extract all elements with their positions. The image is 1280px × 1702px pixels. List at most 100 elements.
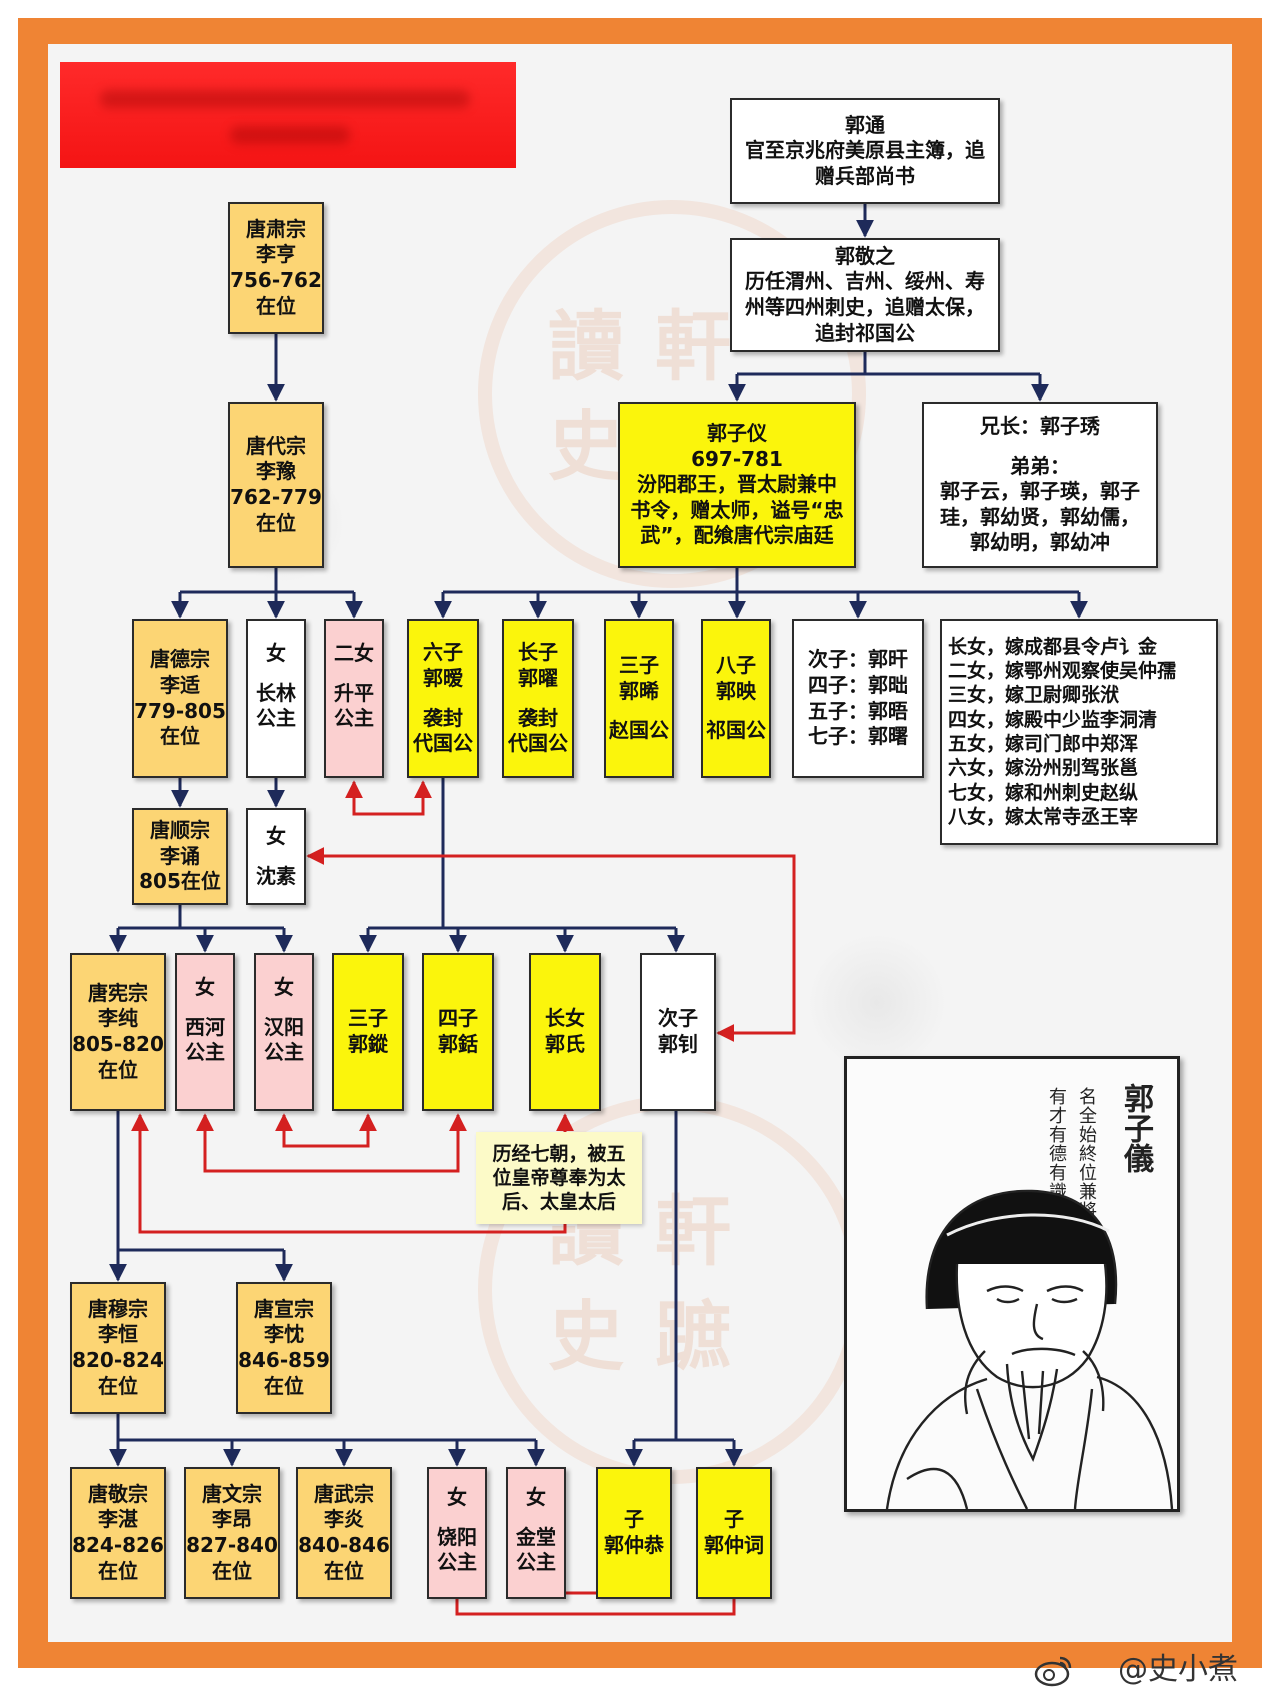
node-years: 779-805 [134,698,226,723]
node-shengping: 二女 升平 公主 [324,619,384,778]
portrait-drawing [885,1189,1174,1509]
node-title: 唐敬宗 [88,1481,148,1506]
node-guo-zhonggong: 子 郭仲恭 [596,1467,672,1599]
daughter-entry: 长女，嫁成都县令卢讠金 [948,635,1158,658]
node-guo-tong: 郭通 官至京兆府美原县主簿，追 赠兵部尚书 [730,98,1000,204]
watermark-char: 軒 [655,1187,731,1276]
node-raoyang: 女 饶阳 公主 [427,1467,487,1599]
node-label: 女 [447,1485,467,1509]
node-changlin: 女 长林 公主 [246,619,306,778]
node-name: 西河 公主 [185,1014,225,1065]
daughter-entry: 七女，嫁和州刺史赵纵 [948,781,1139,804]
node-years: 697-781 [691,446,783,471]
node-name: 郭通 [845,112,885,137]
empress-note: 历经七朝，被五 位皇帝尊奉为太 后、太皇太后 [476,1132,642,1224]
daughter-entry: 五女，嫁司门郎中郑浑 [948,733,1139,755]
node-guo-xi: 三子 郭晞 赵国公 [604,619,674,778]
node-label: 二女 [334,641,374,665]
watermark-char: 軒 [655,302,731,391]
node-years: 805在位 [139,869,221,894]
node-status: 在位 [98,1057,138,1082]
node-years: 827-840 [186,1533,278,1557]
node-status: 在位 [256,293,296,318]
son-entry: 七子：郭曙 [808,724,908,749]
node-elder-brother: 兄长：郭子琇 [980,414,1100,439]
node-daizong: 唐代宗 李豫 762-779 在位 [228,402,324,568]
node-younger-label: 弟弟： [1010,453,1070,478]
node-guo-shi: 长女 郭氏 [529,953,601,1111]
node-guo-ziyi: 郭子仪 697-781 汾阳郡王，晋太尉兼中 书令，赠太师，谥号“忠 武”，配飨… [618,402,856,568]
node-guo-jingzhi: 郭敬之 历任渭州、吉州、绥州、寿 州等四州刺史，追赠太保， 追封祁国公 [730,238,1000,352]
watermark-char: 讀 [548,302,624,391]
node-wenzong: 唐文宗 李昂 827-840 在位 [184,1467,280,1599]
node-label: 长子 郭曜 [518,640,558,690]
node-title: 唐肃宗 [246,216,306,241]
node-years: 846-859 [238,1348,330,1372]
watermark-char: 蹠 [655,1292,731,1381]
marriage-shensu-guozhao [306,847,796,1042]
node-label: 八子 郭映 [716,653,756,703]
watermark-char: 史 [548,402,624,491]
node-title: 唐代宗 [246,433,306,458]
node-name: 长林 公主 [256,680,296,731]
node-title: 唐宪宗 [88,980,148,1005]
node-name: 李昂 [212,1507,252,1532]
node-label: 六子 郭暧 [423,640,463,690]
node-name: 李豫 [256,459,296,484]
node-guo-ying: 八子 郭映 祁国公 [701,619,771,778]
portrait-name: 郭子儀 [1118,1083,1153,1173]
node-title: 袭封 代国公 [413,705,473,756]
node-title: 唐文宗 [202,1481,262,1506]
marriage-xihe-guokuo [196,1113,467,1173]
node-name: 李恒 [98,1322,138,1347]
node-years: 805-820 [72,1032,164,1056]
node-daughters: 长女，嫁成都县令卢讠金 二女，嫁鄂州观察使吴仲孺 三女，嫁卫尉卿张洑 四女，嫁殿… [940,619,1218,845]
node-shensu: 女 沈素 [246,808,306,905]
weibo-icon [1034,1656,1072,1687]
note-text: 历经七朝，被五 位皇帝尊奉为太 后、太皇太后 [492,1142,626,1214]
daughter-entry: 二女，嫁鄂州观察使吴仲孺 [948,660,1177,683]
daughter-entry: 三女，嫁卫尉卿张洑 [948,684,1120,707]
node-muzong: 唐穆宗 李恒 820-824 在位 [70,1282,166,1414]
node-label: 次子 郭钊 [658,1006,698,1056]
son-entry: 四子：郭昢 [808,672,908,697]
node-status: 在位 [98,1373,138,1398]
node-guo-yao: 长子 郭曜 袭封 代国公 [502,619,574,778]
node-years: 762-779 [230,485,322,509]
node-label: 女 [266,823,286,848]
node-status: 在位 [256,510,296,535]
daughter-entry: 四女，嫁殿中少监李洞清 [948,708,1158,731]
credit-watermark: @史小煮 [1118,1652,1238,1687]
node-name: 汉阳 公主 [264,1014,304,1065]
node-label: 女 [526,1485,546,1509]
node-name: 李适 [160,672,200,697]
node-xuanzong: 唐宣宗 李忱 846-859 在位 [236,1282,332,1414]
son-entry: 次子：郭旰 [808,647,908,672]
node-suzong: 唐肃宗 李亨 756-762 在位 [228,202,324,334]
node-name: 李湛 [98,1507,138,1532]
node-title: 袭封 代国公 [508,705,568,756]
node-name: 李亨 [256,242,296,267]
portrait-inscription: 名全始終位兼將相 [1076,1087,1097,1239]
node-label: 女 [274,975,294,999]
node-guo-zhao: 次子 郭钊 [640,953,716,1111]
node-years: 824-826 [72,1533,164,1557]
node-dezong: 唐德宗 李适 779-805 在位 [132,619,228,778]
node-status: 在位 [324,1558,364,1583]
node-years: 756-762 [230,268,322,292]
node-younger-brothers: 郭子云，郭子瑛，郭子 珪，郭幼贤，郭幼儒， 郭幼明，郭幼冲 [940,479,1140,555]
daughter-entry: 八女，嫁太常寺丞王宰 [948,805,1139,828]
node-status: 在位 [160,724,200,749]
node-name: 升平 公主 [334,680,374,731]
node-guo-cong: 三子 郭鏦 [332,953,404,1111]
node-label: 三子 郭鏦 [348,1006,388,1056]
node-name: 李诵 [160,843,200,868]
node-guo-kuo: 四子 郭銛 [422,953,494,1111]
node-siblings: 兄长：郭子琇 弟弟： 郭子云，郭子瑛，郭子 珪，郭幼贤，郭幼儒， 郭幼明，郭幼冲 [922,402,1158,568]
node-status: 在位 [98,1558,138,1583]
node-label: 四子 郭銛 [438,1006,478,1056]
node-hanyang: 女 汉阳 公主 [254,953,314,1111]
node-label: 女 [195,975,215,999]
node-title: 唐德宗 [150,647,210,672]
